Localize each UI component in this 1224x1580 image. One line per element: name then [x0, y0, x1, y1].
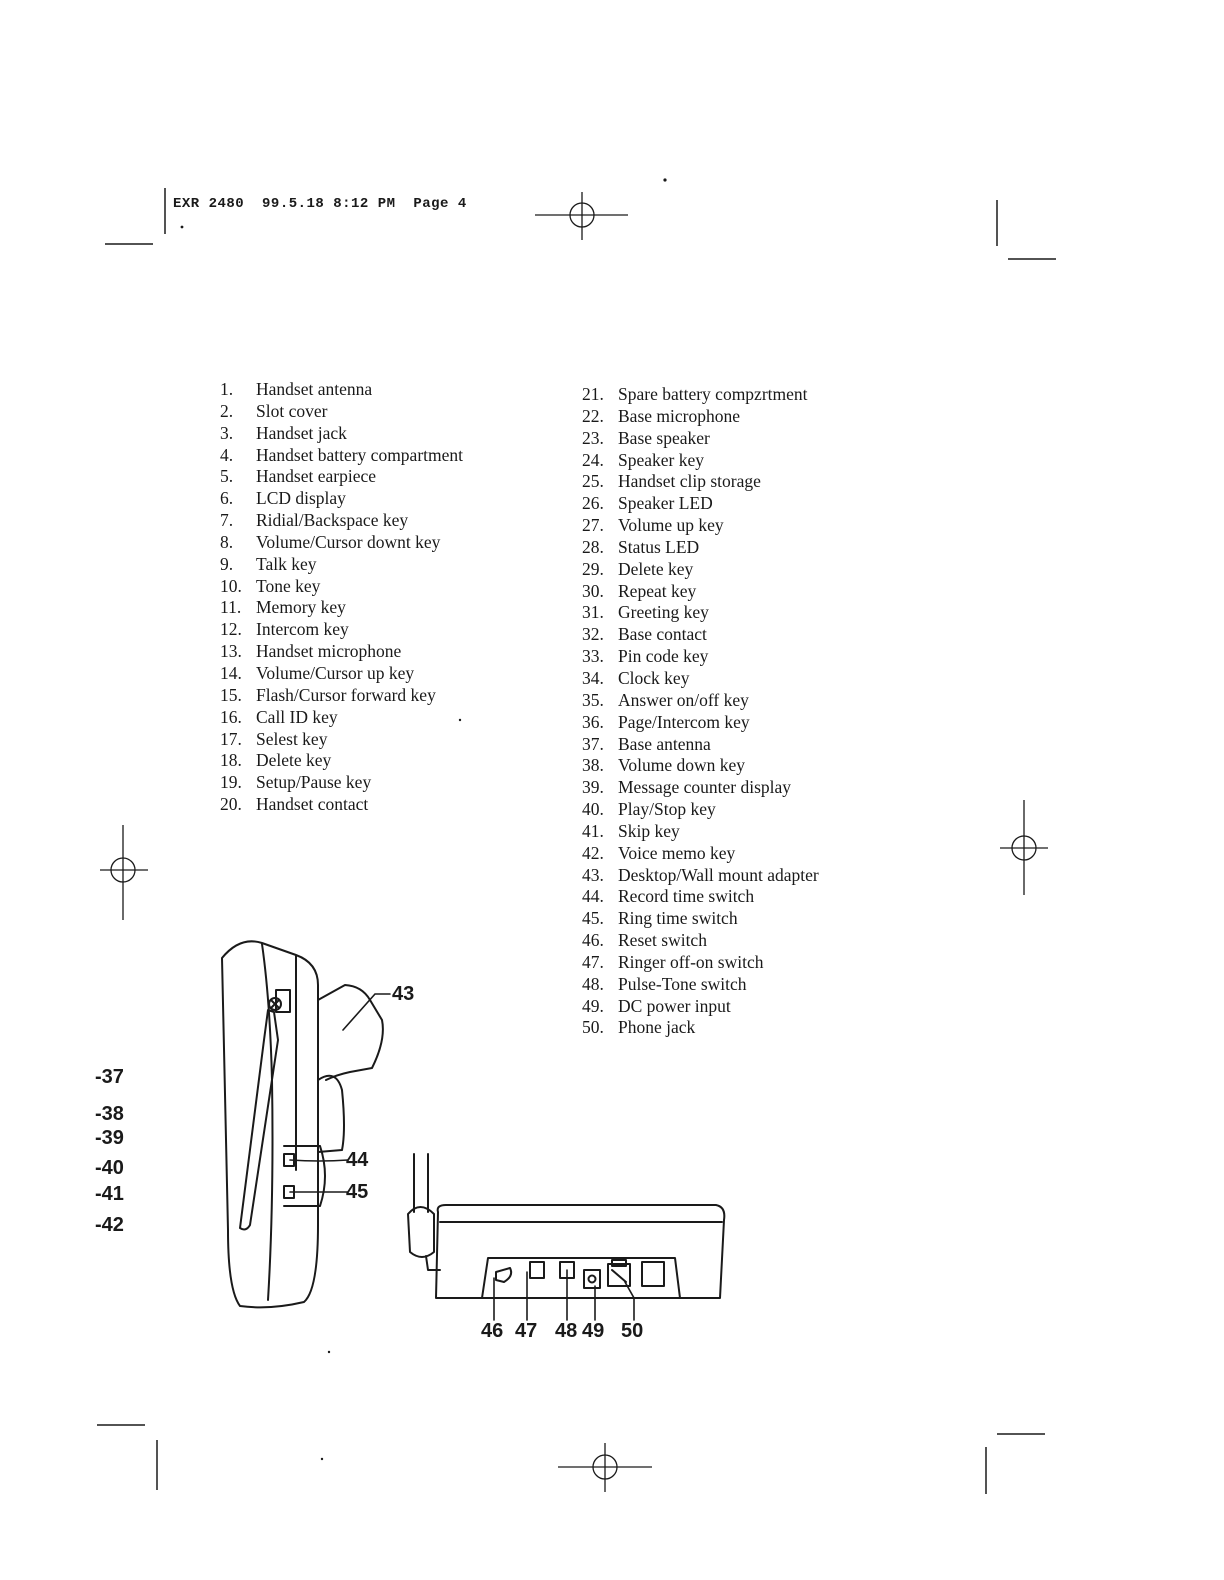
list-item: 37.Base antenna [582, 733, 711, 754]
parts-list-left: 1.Handset antenna 2.Slot cover 3.Handset… [220, 379, 463, 816]
callout-37: -37 [95, 1066, 124, 1088]
list-item: 48.Pulse-Tone switch [582, 973, 747, 994]
callout-41: -41 [95, 1183, 124, 1205]
reset-switch [495, 1267, 513, 1283]
list-item: 25.Handset clip storage [582, 471, 761, 492]
list-item: 6.LCD display [220, 488, 346, 509]
list-item: 8.Volume/Cursor downt key [220, 531, 441, 552]
list-item: 16.Call ID key [220, 706, 338, 727]
list-item: 10.Tone key [220, 575, 321, 596]
list-item: 27.Volume up key [582, 515, 724, 536]
list-item: 40.Play/Stop key [582, 799, 716, 820]
ringer-switch [529, 1261, 545, 1279]
base-side-view [221, 940, 319, 1309]
callout-46: 46 [481, 1320, 504, 1342]
dc-power-input [583, 1269, 601, 1289]
registration-mark-bottom [558, 1443, 652, 1492]
list-item: 44.Record time switch [582, 886, 755, 907]
list-item: 23.Base speaker [582, 427, 710, 448]
callout-42: -42 [95, 1214, 124, 1236]
list-item: 35.Answer on/off key [582, 689, 749, 710]
list-item: 5.Handset earpiece [220, 466, 376, 487]
callout-47: 47 [515, 1320, 538, 1342]
list-item: 45.Ring time switch [582, 908, 738, 929]
list-item: 50.Phone jack [582, 1017, 696, 1038]
list-item: 18.Delete key [220, 750, 332, 771]
list-item: 4.Handset battery compartment [220, 444, 464, 465]
callout-43: 43 [392, 983, 415, 1005]
list-item: 36.Page/Intercom key [582, 711, 750, 732]
list-item: 13.Handset microphone [220, 641, 402, 662]
list-item: 39.Message counter display [582, 777, 792, 798]
list-item: 24.Speaker key [582, 449, 705, 470]
list-item: 21.Spare battery compzrtment [582, 384, 808, 404]
callout-39: -39 [95, 1127, 124, 1149]
callout-48: 48 [555, 1320, 578, 1342]
page-header: EXR 2480 99.5.18 8:12 PM Page 4 [173, 196, 467, 212]
registration-mark-left [100, 825, 148, 920]
phone-jack [607, 1263, 631, 1287]
list-item: 42.Voice memo key [582, 842, 736, 863]
callout-44: 44 [346, 1149, 369, 1171]
list-item: 1.Handset antenna [220, 379, 373, 399]
list-item: 14.Volume/Cursor up key [220, 662, 415, 683]
list-item: 15.Flash/Cursor forward key [220, 684, 436, 705]
list-item: 32.Base contact [582, 624, 707, 645]
registration-mark-top [535, 192, 628, 240]
list-item: 31.Greeting key [582, 602, 709, 623]
list-item: 26.Speaker LED [582, 493, 713, 514]
base-antenna [239, 1009, 279, 1231]
base-rear-view [435, 1204, 726, 1299]
list-item: 12.Intercom key [220, 619, 349, 640]
list-item: 43.Desktop/Wall mount adapter [582, 864, 819, 885]
callout-38: -38 [95, 1103, 124, 1125]
callout-49: 49 [582, 1320, 605, 1342]
list-item: 33.Pin code key [582, 646, 709, 667]
callout-50: 50 [621, 1320, 644, 1342]
list-item: 19.Setup/Pause key [220, 772, 372, 793]
list-item: 38.Volume down key [582, 755, 746, 776]
list-item: 17.Selest key [220, 728, 328, 749]
list-item: 11.Memory key [220, 597, 346, 618]
registration-mark-right [1000, 800, 1048, 895]
list-item: 34.Clock key [582, 667, 690, 688]
list-item: 20.Handset contact [220, 794, 369, 815]
list-item: 9.Talk key [220, 553, 317, 574]
list-item: 28.Status LED [582, 536, 700, 557]
list-item: 46.Reset switch [582, 930, 707, 951]
list-item: 49.DC power input [582, 995, 731, 1016]
parts-list-right: 21.Spare battery compzrtment 22.Base mic… [582, 384, 819, 1039]
callout-40: -40 [95, 1157, 124, 1179]
wall-mount-adapter [317, 984, 384, 1081]
list-item: 2.Slot cover [220, 400, 328, 421]
list-item: 3.Handset jack [220, 422, 347, 443]
list-item: 7.Ridial/Backspace key [220, 510, 409, 531]
list-item: 22.Base microphone [582, 405, 740, 426]
list-item: 47.Ringer off-on switch [582, 951, 764, 972]
callout-45: 45 [346, 1181, 369, 1203]
list-item: 41.Skip key [582, 820, 680, 841]
list-item: 30.Repeat key [582, 580, 697, 601]
list-item: 29.Delete key [582, 558, 694, 579]
